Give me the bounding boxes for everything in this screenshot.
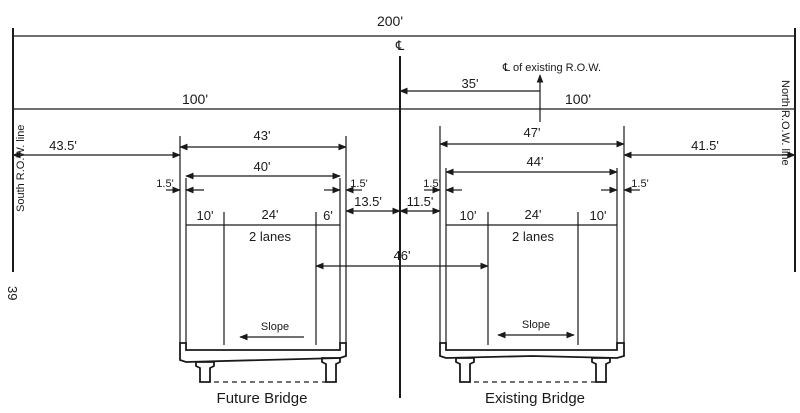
dim-future-lanes-width: 24'	[262, 207, 279, 222]
existing-bridge-section	[439, 342, 625, 383]
future-bridge-caption: Future Bridge	[217, 390, 308, 407]
dim-south-offset: 43.5'	[49, 138, 77, 153]
dim-existing-inner: 44'	[527, 154, 544, 169]
future-bridge-section	[179, 342, 347, 383]
dim-existing-overall: 47'	[524, 125, 541, 140]
dim-future-inner: 40'	[254, 159, 271, 174]
dim-existing-lanes-width: 24'	[525, 207, 542, 222]
dim-median-left: 13.5'	[354, 194, 382, 209]
dim-future-curb-right: 1.5'	[350, 178, 367, 190]
dim-half-right: 100'	[565, 91, 591, 107]
dim-existing-curb-left: 1.5'	[423, 178, 440, 190]
page-number: 39	[5, 286, 20, 300]
dim-offset-cl: 35'	[462, 76, 479, 91]
existing-lanes-label: 2 lanes	[512, 229, 554, 244]
south-row-label: South R.O.W. line	[15, 125, 27, 212]
dim-half-left: 100'	[182, 91, 208, 107]
dim-north-offset: 41.5'	[691, 138, 719, 153]
dim-existing-shoulder-right: 10'	[590, 208, 607, 223]
future-lanes-label: 2 lanes	[249, 229, 291, 244]
dim-future-overall: 43'	[254, 128, 271, 143]
dim-future-curb-left: 1.5'	[156, 178, 173, 190]
existing-row-cl-label: ℄ of existing R.O.W.	[502, 62, 601, 74]
dim-total-row: 200'	[377, 13, 403, 29]
dim-existing-curb-right: 1.5'	[631, 178, 648, 190]
dim-inner-edges: 46'	[394, 248, 411, 263]
dim-existing-shoulder-left: 10'	[460, 208, 477, 223]
north-row-label: North R.O.W. line	[779, 80, 791, 166]
centerline-symbol: ℄	[395, 38, 405, 53]
existing-bridge-caption: Existing Bridge	[485, 390, 585, 407]
future-slope-label: Slope	[261, 321, 289, 333]
existing-slope-label: Slope	[522, 319, 550, 331]
dim-future-shoulder-right: 6'	[323, 208, 333, 223]
dim-median-right: 11.5'	[407, 194, 434, 209]
dim-future-shoulder-left: 10'	[197, 208, 214, 223]
